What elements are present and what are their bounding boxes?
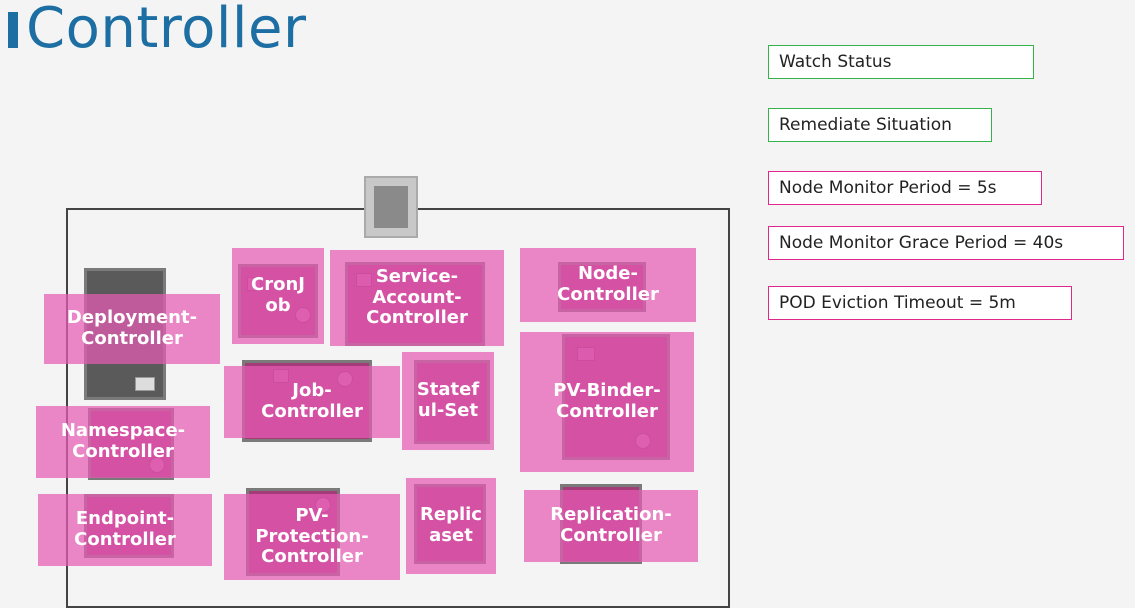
statefulset-controller: Statef ul-Set xyxy=(402,352,494,450)
job-controller: Job- Controller xyxy=(224,366,400,438)
status-watch: Watch Status xyxy=(768,45,1034,79)
service-account-controller: Service- Account- Controller xyxy=(330,250,504,346)
cronjob-controller: CronJ ob xyxy=(232,248,324,344)
status-remediate: Remediate Situation xyxy=(768,108,992,142)
deployment-controller: Deployment- Controller xyxy=(44,294,220,364)
page-title: Controller xyxy=(26,0,307,61)
endpoint-controller: Endpoint- Controller xyxy=(38,494,212,566)
status-pod-eviction-timeout: POD Eviction Timeout = 5m xyxy=(768,286,1072,320)
status-node-monitor-period: Node Monitor Period = 5s xyxy=(768,171,1042,205)
namespace-controller: Namespace- Controller xyxy=(36,406,210,478)
replicaset-controller: Replic aset xyxy=(406,478,496,574)
status-node-monitor-grace-period: Node Monitor Grace Period = 40s xyxy=(768,226,1124,260)
title-accent-bar xyxy=(8,12,18,48)
replication-controller: Replication- Controller xyxy=(524,490,698,562)
node-controller: Node- Controller xyxy=(520,248,696,322)
pv-protection-controller: PV- Protection- Controller xyxy=(224,494,400,580)
master-node-icon xyxy=(364,176,418,238)
pv-binder-controller: PV-Binder- Controller xyxy=(520,332,694,472)
